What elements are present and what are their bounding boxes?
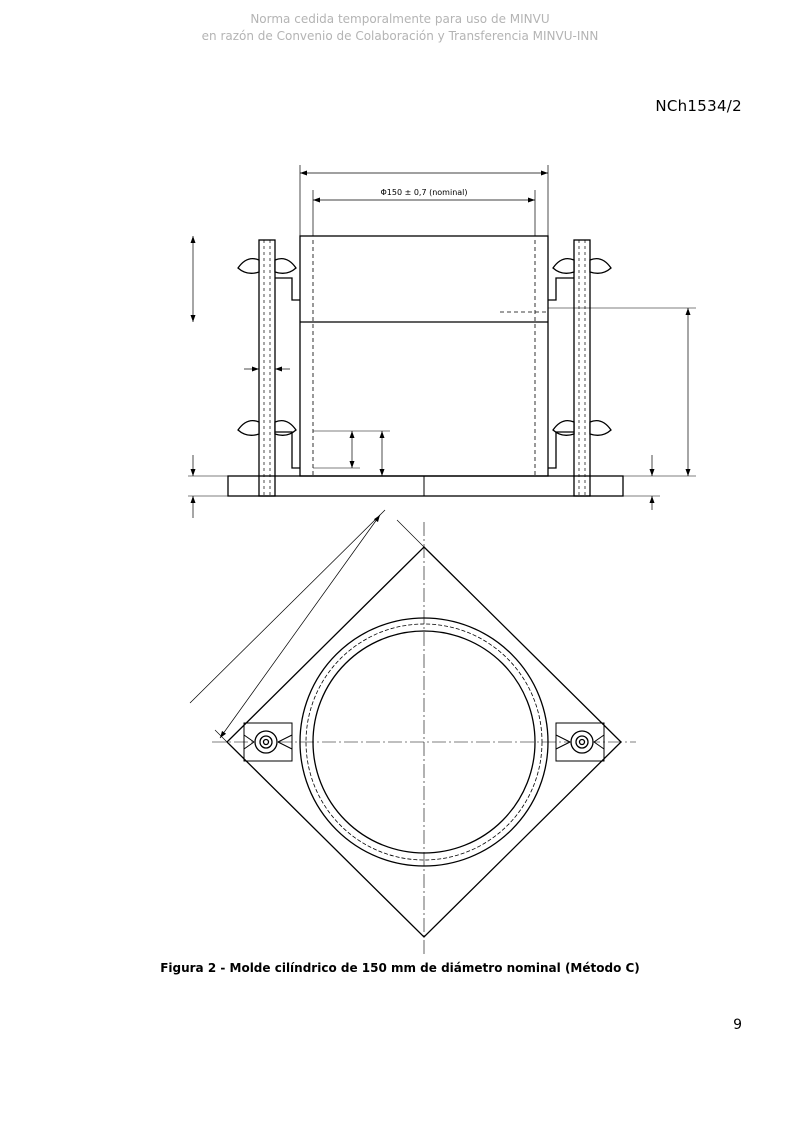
page-number: 9 bbox=[733, 1017, 742, 1033]
diameter-dimension-label: Φ150 ± 0,7 (nominal) bbox=[380, 188, 467, 197]
document-code: NCh1534/2 bbox=[655, 97, 742, 115]
figure-caption: Figura 2 - Molde cilíndrico de 150 mm de… bbox=[160, 961, 640, 975]
cylinder-body bbox=[299, 235, 549, 477]
plan-view bbox=[189, 509, 636, 955]
base-plate bbox=[227, 475, 624, 497]
right-rod bbox=[573, 239, 591, 497]
left-rod bbox=[258, 239, 276, 497]
watermark-line-2: en razón de Convenio de Colaboración y T… bbox=[201, 29, 599, 43]
outer-ring bbox=[299, 617, 549, 867]
elevation-view bbox=[188, 165, 696, 518]
watermark-line-1: Norma cedida temporalmente para uso de M… bbox=[250, 12, 550, 26]
